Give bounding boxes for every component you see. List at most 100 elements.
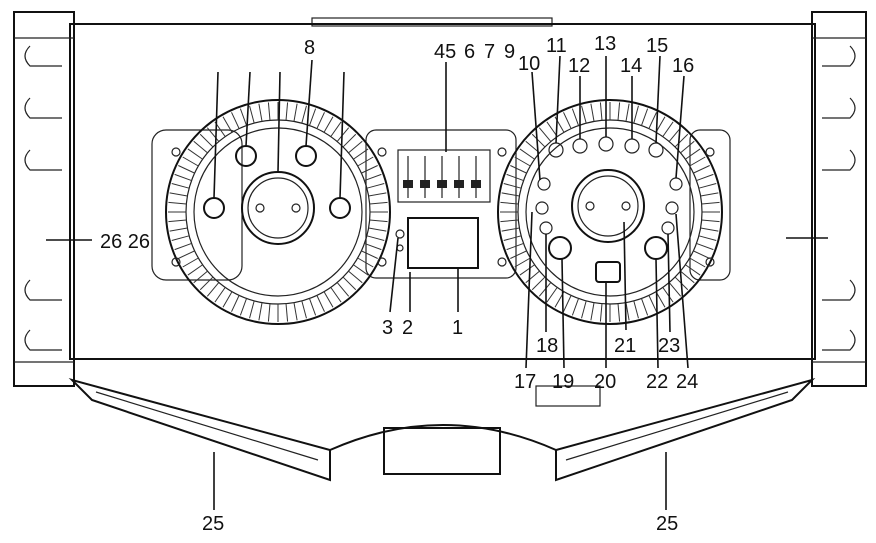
ridge-line: [316, 112, 325, 129]
ridge-line: [301, 300, 307, 319]
ridge-line: [193, 270, 208, 284]
callout-23: 23: [658, 335, 680, 357]
ridge-line: [571, 298, 580, 316]
ridge-line: [214, 287, 226, 303]
button-13[interactable]: [598, 136, 614, 152]
center-control-plate: [365, 129, 517, 279]
eq-slider-knob[interactable]: [471, 180, 481, 188]
button-11[interactable]: [548, 142, 564, 158]
callout-24: 24: [676, 371, 698, 393]
eq-slider-knob[interactable]: [454, 180, 464, 188]
callout-12: 12: [568, 55, 590, 77]
button-16[interactable]: [669, 177, 683, 191]
ridge-line: [301, 105, 307, 124]
volume-knob[interactable]: [241, 171, 315, 245]
ridge-line: [222, 116, 233, 133]
jack-19[interactable]: [548, 236, 572, 260]
callout-20: 20: [594, 371, 616, 393]
ridge-line: [519, 148, 535, 160]
ridge-line: [689, 156, 706, 167]
left-speaker-ridges: [168, 102, 388, 322]
ridge-line: [538, 282, 552, 297]
button-24[interactable]: [665, 201, 679, 215]
ridge-line: [685, 148, 701, 160]
ridge-line: [693, 165, 710, 174]
callout-3: 3: [382, 317, 393, 339]
ridge-line: [366, 235, 385, 241]
ridge-line: [599, 102, 603, 121]
ridge-line: [563, 295, 572, 312]
ridge-line: [369, 201, 388, 205]
callout-25-left: 25: [202, 513, 224, 535]
master-knob[interactable]: [571, 169, 645, 243]
ridge-line: [249, 105, 255, 124]
button-23[interactable]: [661, 221, 675, 235]
ridge-line: [199, 133, 214, 148]
ridge-line: [581, 300, 587, 319]
ridge-line: [361, 165, 378, 174]
eq-slider-knob[interactable]: [437, 180, 447, 188]
ridge-line: [503, 183, 522, 189]
bass-knob[interactable]: [235, 145, 257, 167]
button-10[interactable]: [537, 177, 551, 191]
ridge-line: [342, 276, 357, 291]
ridge-line: [674, 133, 689, 148]
callout-19: 19: [552, 371, 574, 393]
ridge-line: [366, 183, 385, 189]
callout-14: 14: [620, 55, 642, 77]
echo-knob[interactable]: [295, 145, 317, 167]
eq-slider-knob[interactable]: [403, 180, 413, 188]
ridge-line: [662, 287, 674, 303]
ridge-line: [599, 303, 603, 322]
ridge-line: [187, 148, 203, 160]
right-control-plate: [689, 129, 731, 281]
ridge-line: [698, 183, 717, 189]
ridge-line: [701, 201, 720, 205]
ridge-line: [546, 287, 558, 303]
ridge-line: [239, 108, 248, 126]
ridge-line: [342, 133, 357, 148]
ridge-line: [510, 250, 527, 259]
ridge-line: [249, 300, 255, 319]
ridge-line: [538, 127, 552, 142]
display-screen: [407, 217, 479, 269]
ridge-line: [617, 102, 621, 121]
button-15[interactable]: [648, 142, 664, 158]
ridge-line: [361, 250, 378, 259]
ridge-line: [625, 103, 630, 122]
treble-knob[interactable]: [203, 197, 225, 219]
mic-volume-knob[interactable]: [329, 197, 351, 219]
callout-6: 6: [464, 41, 475, 63]
jack-22[interactable]: [644, 236, 668, 260]
ridge-line: [169, 227, 188, 232]
ridge-line: [206, 282, 220, 297]
equalizer-sliders[interactable]: [403, 156, 481, 198]
ridge-line: [308, 108, 317, 126]
ridge-line: [689, 257, 706, 268]
ridge-line: [368, 192, 387, 197]
ridge-line: [364, 242, 382, 251]
button-12[interactable]: [572, 138, 588, 154]
ridge-line: [199, 276, 214, 291]
leader-lines: [46, 55, 828, 510]
ridge-line: [231, 295, 240, 312]
ridge-line: [316, 295, 325, 312]
usb-port-20[interactable]: [595, 261, 621, 283]
ridge-line: [514, 257, 531, 268]
ridge-line: [353, 264, 369, 276]
button-18[interactable]: [539, 221, 553, 235]
ridge-line: [323, 291, 334, 308]
ridge-line: [178, 165, 195, 174]
ridge-line: [655, 116, 666, 133]
ridge-line: [680, 270, 695, 284]
button-14[interactable]: [624, 138, 640, 154]
bottom-stand: [68, 378, 816, 482]
ridge-line: [169, 192, 188, 197]
callout-21: 21: [614, 335, 636, 357]
ridge-line: [514, 156, 531, 167]
eq-slider-knob[interactable]: [420, 180, 430, 188]
ridge-line: [696, 242, 714, 251]
button-17[interactable]: [535, 201, 549, 215]
ridge-line: [336, 282, 350, 297]
ridge-line: [368, 227, 387, 232]
